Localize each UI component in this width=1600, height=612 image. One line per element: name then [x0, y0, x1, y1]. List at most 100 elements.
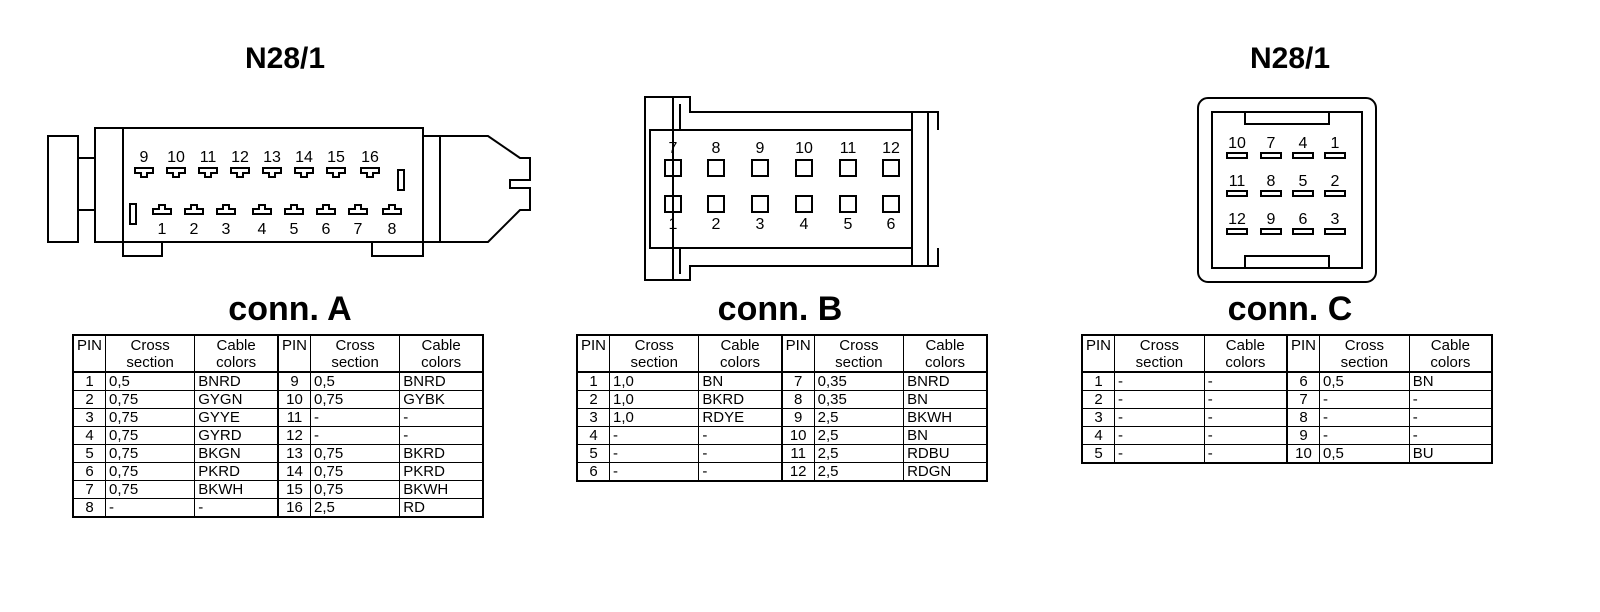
- table-cell: 6: [1285, 371, 1320, 391]
- table-cell: 2: [1081, 390, 1116, 409]
- table-cell: BKWH: [903, 408, 988, 427]
- table-cell: BN: [903, 390, 988, 409]
- connector-a-housing: [47, 127, 531, 257]
- table-cell: -: [609, 426, 700, 445]
- pin-slot: [316, 204, 336, 215]
- column-header: PIN: [1285, 334, 1320, 373]
- connector-a-pins: [134, 167, 402, 215]
- table-cell: 3: [576, 408, 611, 427]
- pin-number: 1: [1331, 135, 1340, 152]
- pin-cavity: [707, 159, 725, 177]
- pin-number: 14: [295, 149, 313, 166]
- column-header: PIN: [576, 334, 611, 373]
- table-cell: -: [1408, 390, 1493, 409]
- table-cell: BNRD: [194, 371, 279, 391]
- table-cell: BKRD: [698, 390, 783, 409]
- table-cell: 0,35: [813, 390, 905, 409]
- table-cell: RDYE: [698, 408, 783, 427]
- pin-number: 9: [1267, 211, 1276, 228]
- table-cell: 1,0: [609, 371, 700, 391]
- pin-slot: [262, 167, 282, 178]
- table-cell: 3: [72, 408, 107, 427]
- table-cell: -: [1114, 444, 1205, 464]
- table-cell: 12: [780, 462, 815, 482]
- column-header: Cable colors: [698, 334, 783, 373]
- pin-number: 10: [1228, 135, 1246, 152]
- pin-slot: [360, 167, 380, 178]
- table-cell: 4: [72, 426, 107, 445]
- pin-blade: [1324, 190, 1346, 197]
- table-cell: BN: [1408, 371, 1493, 391]
- table-cell: 0,75: [105, 444, 196, 463]
- pin-number: 12: [231, 149, 249, 166]
- table-cell: 4: [576, 426, 611, 445]
- table-cell: 0,75: [105, 408, 196, 427]
- table-cell: 0,5: [105, 371, 196, 391]
- pin-slot: [252, 204, 272, 215]
- table-cell: BU: [1408, 444, 1493, 464]
- pin-number: 6: [1299, 211, 1308, 228]
- pin-number: 12: [882, 140, 900, 157]
- pin-number: 4: [1299, 135, 1308, 152]
- pin-number: 5: [1299, 173, 1308, 190]
- table-cell: 12: [276, 426, 311, 445]
- table-cell: PKRD: [194, 462, 279, 481]
- pin-number: 12: [1228, 211, 1246, 228]
- table-cell: -: [1319, 426, 1410, 445]
- pin-number: 5: [290, 221, 299, 238]
- pin-blade: [1324, 228, 1346, 235]
- table-cell: 2: [72, 390, 107, 409]
- pin-blade: [1292, 190, 1314, 197]
- conn-a-label: conn. A: [228, 290, 352, 328]
- table-cell: -: [698, 444, 783, 463]
- pin-number: 6: [887, 216, 896, 233]
- pin-number: 4: [258, 221, 267, 238]
- column-header: Cross section: [309, 334, 401, 373]
- column-header: Cross section: [1319, 334, 1410, 373]
- pin-slot: [348, 204, 368, 215]
- pin-number: 9: [140, 149, 149, 166]
- column-header: Cable colors: [1203, 334, 1288, 373]
- table-cell: BKRD: [399, 444, 484, 463]
- pin-number: 4: [800, 216, 809, 233]
- table-cell: 2,5: [813, 462, 905, 482]
- pin-blade: [1292, 228, 1314, 235]
- table-cell: -: [1114, 426, 1205, 445]
- title-left: N28/1: [244, 42, 326, 75]
- pin-blade: [1260, 228, 1282, 235]
- table-cell: -: [1408, 408, 1493, 427]
- table-cell: 5: [576, 444, 611, 463]
- table-cell: 2,5: [309, 498, 401, 518]
- pin-number: 8: [712, 140, 721, 157]
- table-row: 4--9--: [1081, 426, 1493, 445]
- table-cell: RDGN: [903, 462, 988, 482]
- table-cell: -: [1203, 390, 1288, 409]
- pin-slot: [152, 204, 172, 215]
- pin-blade: [1260, 190, 1282, 197]
- table-cell: -: [194, 498, 279, 518]
- pin-cavity: [664, 195, 682, 213]
- table-cell: 6: [72, 462, 107, 481]
- table-row: 2--7--: [1081, 390, 1493, 409]
- table-cell: 7: [1285, 390, 1320, 409]
- pin-slot: [294, 167, 314, 178]
- table-cell: -: [1203, 408, 1288, 427]
- column-header: Cable colors: [1408, 334, 1493, 373]
- pin-blade: [1226, 228, 1248, 235]
- table-cell: -: [698, 462, 783, 482]
- pin-number: 5: [844, 216, 853, 233]
- title-right: N28/1: [1249, 42, 1331, 75]
- table-cell: BKWH: [399, 480, 484, 499]
- pin-number: 11: [1229, 173, 1246, 190]
- table-cell: 8: [1285, 408, 1320, 427]
- pin-cavity: [882, 195, 900, 213]
